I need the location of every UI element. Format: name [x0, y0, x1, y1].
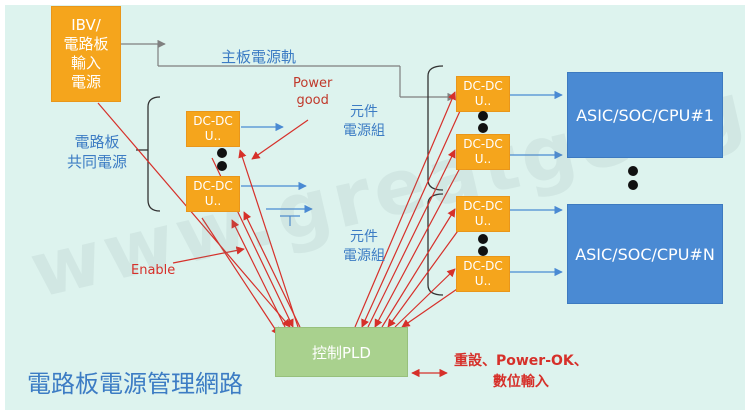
dc-dc-unit-group2-1: DC-DC U.. [456, 196, 510, 232]
dc-dc-label: DC-DC [463, 199, 503, 213]
group-lower-line-2: 電源組 [343, 248, 385, 264]
ellipsis-dot [478, 246, 488, 256]
brackets [136, 65, 444, 296]
dc-dc-label: DC-DC [463, 137, 503, 151]
input-label-2: 電路板 [63, 35, 109, 53]
dc-dc-sublabel: U.. [474, 274, 492, 288]
board-input-power-box: IBV/ 電路板 輸入 電源 [51, 6, 121, 102]
dc-dc-sublabel: U.. [204, 194, 222, 208]
dc-dc-sublabel: U.. [474, 152, 492, 166]
shared-power-label: 電路板 共同電源 [67, 132, 127, 172]
dc-dc-unit-group2-2: DC-DC U.. [456, 256, 510, 292]
power-good-line-1: Power [293, 76, 333, 91]
group-lower-line-1: 元件 [350, 229, 378, 245]
ellipsis-dot [628, 180, 638, 190]
dc-dc-label: DC-DC [193, 179, 233, 193]
shared-power-line-1: 電路板 [74, 133, 120, 151]
component-power-group-upper: 元件 電源組 [343, 103, 385, 141]
ellipsis-dot [217, 148, 227, 158]
input-label-4: 電源 [70, 73, 101, 91]
shared-power-line-2: 共同電源 [67, 153, 128, 171]
power-good-line-2: good [296, 93, 329, 108]
enable-label: Enable [131, 263, 176, 278]
group-upper-line-2: 電源組 [343, 123, 385, 139]
control-pld-box: 控制PLD [275, 327, 408, 377]
dc-dc-sublabel: U.. [204, 129, 222, 143]
input-label-3: 輸入 [70, 54, 101, 72]
asic-n-label: ASIC/SOC/CPU#N [575, 244, 715, 264]
dc-dc-unit-group1-1: DC-DC U.. [456, 76, 510, 112]
input-label-1: IBV/ [71, 16, 101, 34]
dc-dc-sublabel: U.. [474, 94, 492, 108]
pld-outputs-label: 重設、Power-OK、 數位輸入 [454, 351, 588, 393]
asic-1-label: ASIC/SOC/CPU#1 [576, 105, 714, 125]
dc-dc-label: DC-DC [463, 259, 503, 273]
ellipsis-dot [628, 166, 638, 176]
ellipsis-dot [478, 111, 488, 121]
dc-dc-label: DC-DC [463, 79, 503, 93]
signal-arrows [97, 91, 461, 378]
power-good-label: Power good [293, 75, 332, 109]
dc-dc-unit-shared-2: DC-DC U.. [186, 176, 240, 212]
component-power-group-lower: 元件 電源組 [343, 228, 385, 266]
pld-outputs-line-2: 數位輸入 [492, 374, 549, 390]
switch-symbol [266, 204, 313, 226]
diagram-title: 電路板電源管理網路 [27, 370, 243, 398]
ellipsis-dot [478, 123, 488, 133]
power-rails [121, 39, 456, 102]
main-rail-label: 主板電源軌 [221, 48, 297, 66]
dc-dc-unit-group1-2: DC-DC U.. [456, 134, 510, 170]
asic-box-1: ASIC/SOC/CPU#1 [567, 72, 723, 158]
pld-outputs-line-1: 重設、Power-OK、 [454, 353, 588, 369]
dc-dc-label: DC-DC [193, 114, 233, 128]
ellipsis-dot [478, 234, 488, 244]
dc-dc-sublabel: U.. [474, 214, 492, 228]
dc-dc-unit-shared-1: DC-DC U.. [186, 111, 240, 147]
group-upper-line-1: 元件 [350, 104, 378, 120]
ellipsis-dot [217, 161, 227, 171]
pld-label: 控制PLD [312, 343, 371, 362]
asic-box-n: ASIC/SOC/CPU#N [567, 204, 723, 304]
